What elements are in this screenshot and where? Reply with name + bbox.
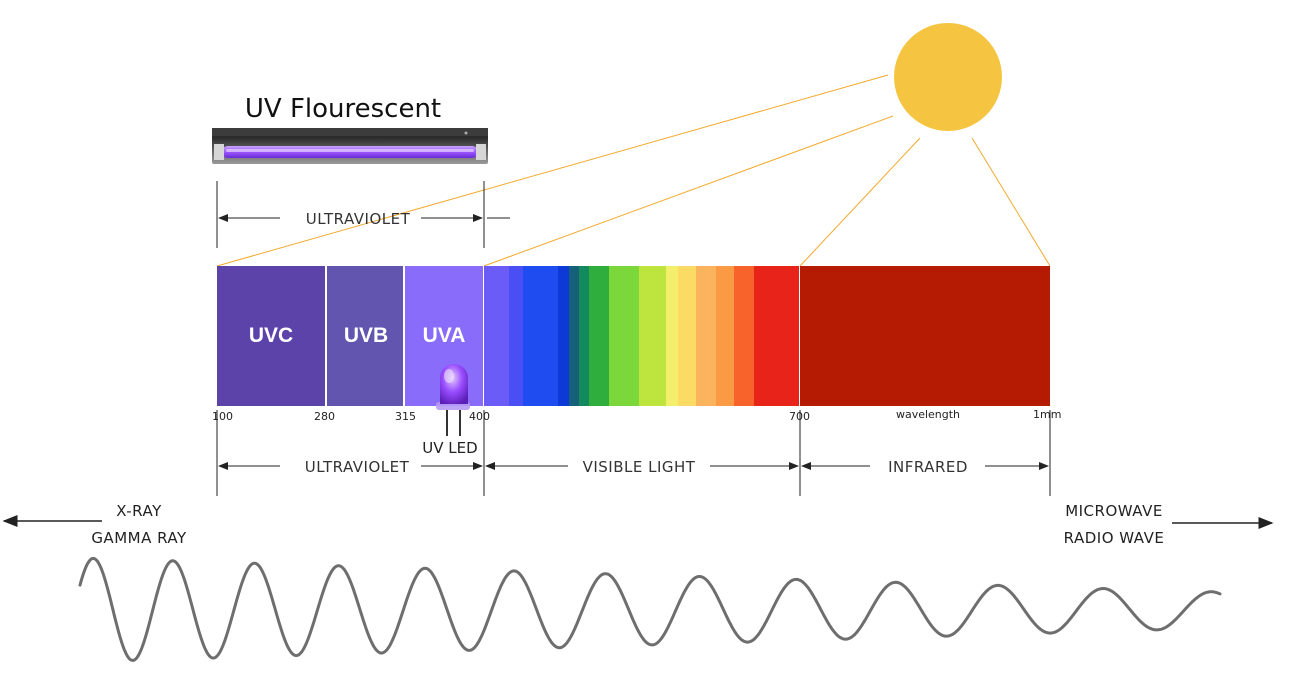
uv-led-icon bbox=[436, 364, 470, 436]
visible-color-strip bbox=[639, 266, 667, 406]
uva-label: UVA bbox=[423, 324, 466, 347]
sun-ray bbox=[799, 137, 921, 267]
visible-color-strip bbox=[484, 266, 510, 406]
visible-color-strip bbox=[579, 266, 590, 406]
visible-color-strip bbox=[696, 266, 717, 406]
sun-ray bbox=[483, 115, 894, 267]
tick-label: 1mm bbox=[1033, 408, 1061, 421]
visible-color-strip bbox=[609, 266, 640, 406]
visible-color-strip bbox=[523, 266, 559, 406]
sun-ray bbox=[216, 74, 889, 267]
uv-top-label: ULTRAVIOLET bbox=[306, 210, 411, 228]
visible-color-strip bbox=[678, 266, 697, 406]
wave-illustration bbox=[78, 556, 1222, 662]
visible-color-strip bbox=[716, 266, 735, 406]
tick-label: 100 bbox=[212, 410, 233, 423]
radio-wave-label: RADIO WAVE bbox=[1064, 529, 1165, 547]
visible-color-strip bbox=[734, 266, 755, 406]
uv-top-bracket: ULTRAVIOLET bbox=[216, 181, 510, 248]
visible-color-strip bbox=[569, 266, 580, 406]
uvb-label: UVB bbox=[344, 324, 388, 347]
uv-led-label: UV LED bbox=[422, 439, 477, 457]
gamma-ray-label: GAMMA RAY bbox=[91, 529, 187, 547]
region-infrared-label: INFRARED bbox=[888, 458, 968, 476]
microwave-label: MICROWAVE bbox=[1065, 502, 1163, 520]
infrared-band bbox=[800, 266, 1050, 406]
tick-label: 400 bbox=[469, 410, 490, 423]
region-brackets: ULTRAVIOLET VISIBLE LIGHT INFRARED bbox=[216, 410, 1051, 496]
xray-label: X-RAY bbox=[116, 502, 162, 520]
visible-light-band bbox=[484, 266, 829, 406]
lamp-title: UV Flourescent bbox=[245, 94, 441, 124]
fluorescent-lamp-icon bbox=[212, 128, 488, 164]
visible-color-strip bbox=[666, 266, 679, 406]
visible-color-strip bbox=[558, 266, 570, 406]
sun-ray bbox=[971, 137, 1051, 267]
region-visible-label: VISIBLE LIGHT bbox=[583, 458, 696, 476]
uvc-label: UVC bbox=[249, 324, 293, 347]
tick-label: 315 bbox=[395, 410, 416, 423]
uvb-band bbox=[327, 266, 403, 406]
wavelength-label: wavelength bbox=[896, 408, 960, 421]
visible-color-strip bbox=[509, 266, 524, 406]
region-ultraviolet-label: ULTRAVIOLET bbox=[305, 458, 410, 476]
tick-label: 280 bbox=[314, 410, 335, 423]
spectrum-bar: UVC UVB UVA bbox=[217, 266, 1050, 406]
visible-color-strip bbox=[589, 266, 610, 406]
uvc-band bbox=[217, 266, 325, 406]
sun-icon bbox=[894, 23, 1002, 131]
